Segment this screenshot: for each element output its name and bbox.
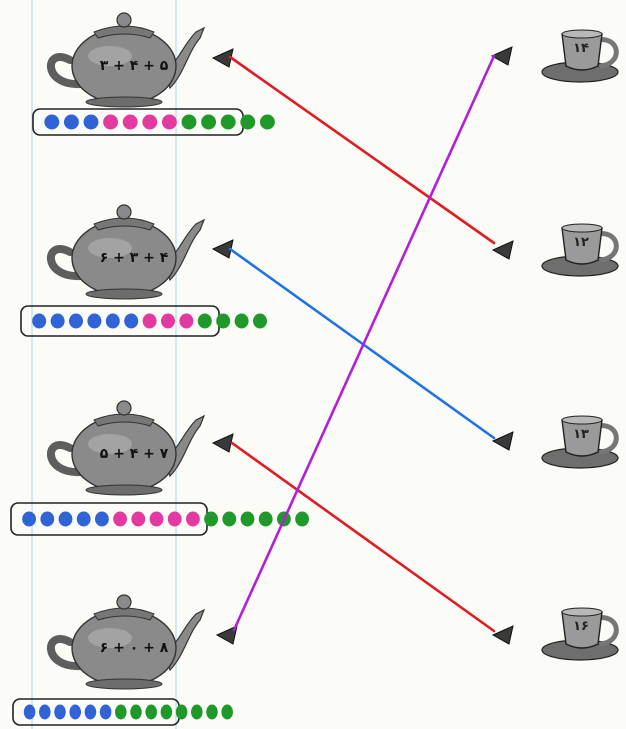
teapot-expression: ۶ + ۰ + ۸ xyxy=(99,640,169,656)
teapot-icon xyxy=(46,204,206,300)
bead-icon xyxy=(54,704,66,720)
pot-marker-1[interactable] xyxy=(212,47,234,69)
bead-row-3 xyxy=(10,501,310,537)
bead-icon xyxy=(204,511,219,527)
bead-icon xyxy=(130,704,142,720)
bead-icon xyxy=(240,511,255,527)
bead-icon xyxy=(185,511,200,527)
teapot-expression: ۵ + ۴ + ۷ xyxy=(99,446,169,462)
cup-number: ۱۴ xyxy=(573,41,589,56)
cup-number: ۱۲ xyxy=(573,235,589,250)
bead-icon xyxy=(197,313,212,329)
cup-marker-1[interactable] xyxy=(491,45,513,67)
bead-icon xyxy=(258,511,273,527)
bead-icon xyxy=(113,511,128,527)
bead-icon xyxy=(87,313,102,329)
bead-group xyxy=(10,502,310,536)
cup-number: ۱۳ xyxy=(573,427,589,442)
bead-icon xyxy=(23,704,36,720)
cup-marker-2[interactable] xyxy=(492,239,514,261)
teapot-icon xyxy=(46,12,206,108)
bead-icon xyxy=(175,704,188,720)
bead-icon xyxy=(39,704,51,720)
bead-icon xyxy=(161,114,177,130)
bead-icon xyxy=(276,511,291,527)
bead-icon xyxy=(145,704,157,720)
pot-marker-2[interactable] xyxy=(212,238,234,260)
bead-icon xyxy=(160,704,173,720)
bead-icon xyxy=(83,114,99,130)
bead-icon xyxy=(22,511,37,527)
bead-icon xyxy=(69,704,81,720)
cup-marker-3[interactable] xyxy=(492,430,514,452)
cup-3: ۱۳ xyxy=(540,414,626,474)
bead-icon xyxy=(220,114,236,130)
bead-icon xyxy=(142,313,157,329)
bead-icon xyxy=(99,704,112,720)
bead-group xyxy=(20,305,267,337)
teapot-2: ۶ + ۳ + ۴ xyxy=(40,200,210,300)
bead-icon xyxy=(240,114,256,130)
bead-icon xyxy=(105,313,120,329)
bead-icon xyxy=(259,114,275,130)
bead-icon xyxy=(167,511,182,527)
bead-icon xyxy=(149,511,164,527)
teapot-expression: ۳ + ۴ + ۵ xyxy=(99,58,169,74)
bead-icon xyxy=(40,511,55,527)
bead-group xyxy=(12,698,233,726)
bead-icon xyxy=(142,114,158,130)
cup-2: ۱۲ xyxy=(540,222,626,282)
bead-row-2 xyxy=(20,304,290,338)
teacup-icon xyxy=(541,223,619,277)
bead-icon xyxy=(206,704,218,720)
bead-icon xyxy=(58,511,73,527)
teapot-expression: ۶ + ۳ + ۴ xyxy=(99,250,169,266)
teapot-icon xyxy=(46,400,206,496)
bead-icon xyxy=(131,511,146,527)
bead-icon xyxy=(179,313,194,329)
bead-group xyxy=(32,108,275,136)
bead-icon xyxy=(234,313,249,329)
teacup-icon xyxy=(541,607,619,661)
bead-icon xyxy=(63,114,79,130)
bead-icon xyxy=(191,704,203,720)
bead-icon xyxy=(222,511,237,527)
bead-icon xyxy=(201,114,217,130)
bead-icon xyxy=(295,511,310,527)
bead-icon xyxy=(124,313,139,329)
bead-icon xyxy=(216,313,231,329)
pot-marker-3[interactable] xyxy=(212,432,234,454)
bead-icon xyxy=(181,114,197,130)
cup-number: ۱۶ xyxy=(573,619,589,634)
bead-icon xyxy=(161,313,175,329)
teapot-icon xyxy=(46,594,206,690)
bead-icon xyxy=(84,704,97,720)
bead-icon xyxy=(103,114,119,130)
bead-icon xyxy=(44,114,60,130)
bead-icon xyxy=(253,313,267,329)
teacup-icon xyxy=(541,415,619,469)
teapot-4: ۶ + ۰ + ۸ xyxy=(40,590,210,690)
teapot-3: ۵ + ۴ + ۷ xyxy=(40,396,210,496)
cup-marker-4[interactable] xyxy=(492,624,514,646)
bead-icon xyxy=(69,313,83,329)
teapot-1: ۳ + ۴ + ۵ xyxy=(40,8,210,108)
bead-icon xyxy=(115,704,127,720)
bead-icon xyxy=(94,511,109,527)
bead-icon xyxy=(32,313,47,329)
bead-row-1 xyxy=(32,107,292,137)
pot-marker-4[interactable] xyxy=(216,624,238,646)
teacup-icon xyxy=(541,29,619,83)
bead-icon xyxy=(76,511,91,527)
cup-4: ۱۶ xyxy=(540,606,626,666)
bead-icon xyxy=(122,114,138,130)
bead-row-4 xyxy=(12,697,252,727)
bead-icon xyxy=(221,704,233,720)
cup-1: ۱۴ xyxy=(540,28,626,88)
bead-icon xyxy=(50,313,65,329)
